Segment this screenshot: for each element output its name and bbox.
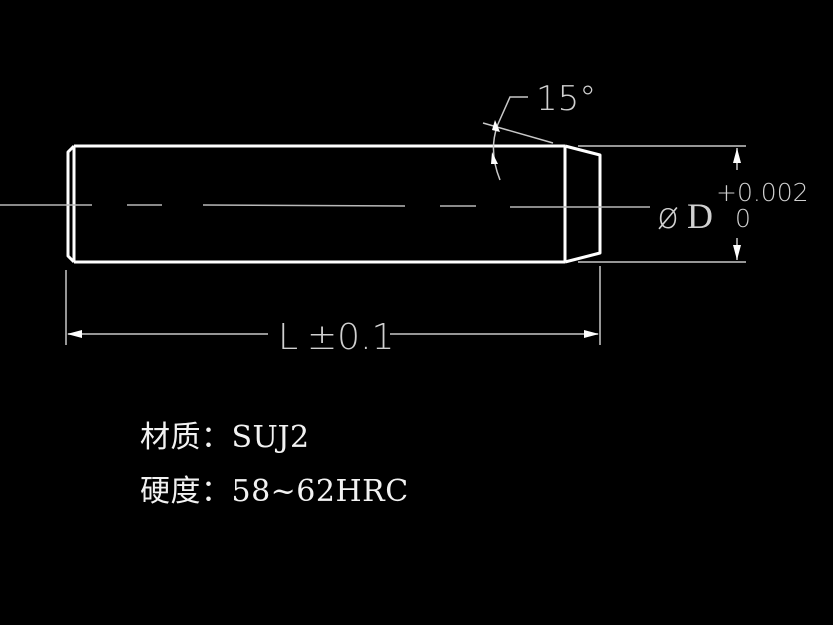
tolerance-upper: +0.002: [716, 178, 809, 207]
spec-material-label: 材质：: [140, 420, 232, 455]
length-dimension: [65, 266, 601, 345]
diameter-dimension: [578, 145, 746, 263]
spec-hardness-label: 硬度：: [140, 474, 232, 509]
spec-material: 材质：SUJ2: [140, 412, 310, 456]
tolerance-lower: 0: [735, 204, 751, 233]
pin-outline: [66, 144, 602, 264]
spec-hardness: 硬度：58~62HRC: [140, 466, 409, 510]
diameter-label: D: [687, 196, 713, 236]
spec-hardness-value: 58~62HRC: [231, 474, 409, 509]
diameter-symbol: ø: [657, 196, 679, 237]
angle-label: 15°: [536, 79, 596, 119]
centerline: [0, 204, 650, 208]
angle-dimension: [482, 96, 554, 181]
length-tolerance: ±0.1: [307, 317, 394, 358]
length-label: L: [278, 317, 298, 358]
spec-material-value: SUJ2: [231, 420, 310, 455]
